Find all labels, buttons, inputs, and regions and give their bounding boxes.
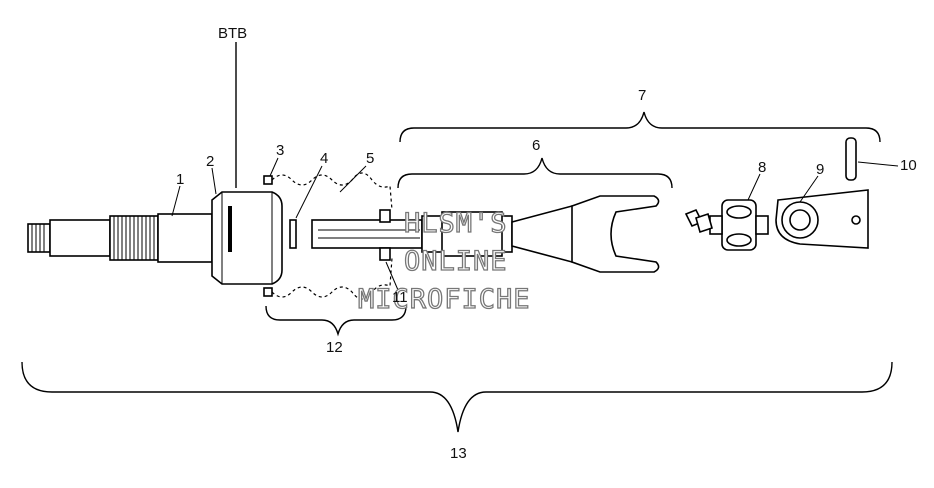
part-10-pin bbox=[845, 137, 857, 181]
callout-7: 7 bbox=[638, 87, 646, 104]
callout-5: 5 bbox=[366, 150, 374, 167]
callout-8: 8 bbox=[758, 159, 766, 176]
callout-4: 4 bbox=[320, 150, 328, 167]
callout-3: 3 bbox=[276, 142, 284, 159]
watermark-line-2: ONLINE bbox=[404, 246, 508, 277]
part-5-boot bbox=[271, 172, 393, 300]
callout-6: 6 bbox=[532, 137, 540, 154]
part-6-yoke-shaft bbox=[311, 195, 660, 273]
brace-7 bbox=[399, 111, 881, 143]
watermark-line-3: MICROFICHE bbox=[358, 284, 531, 315]
watermark-line-1: HLSM'S bbox=[404, 208, 508, 239]
part-4-ring bbox=[289, 219, 297, 249]
btb-label: BTB bbox=[218, 25, 247, 42]
callout-11: 11 bbox=[392, 289, 408, 306]
brace-6 bbox=[397, 157, 673, 189]
callout-9: 9 bbox=[816, 161, 824, 178]
leader-lines bbox=[171, 157, 899, 291]
brace-13 bbox=[21, 361, 893, 433]
part-2-cv-housing bbox=[211, 191, 283, 285]
callout-12: 12 bbox=[326, 339, 343, 356]
part-9-yoke bbox=[775, 189, 869, 249]
brace-12 bbox=[265, 305, 407, 337]
btb-reference: BTB bbox=[218, 25, 247, 188]
part-8-universal-joint bbox=[684, 199, 769, 251]
watermark: HLSM'S ONLINE MICROFICHE bbox=[357, 207, 531, 315]
part-1-shaft bbox=[27, 213, 213, 263]
callout-2: 2 bbox=[206, 153, 214, 170]
callout-13: 13 bbox=[450, 445, 467, 462]
callout-1: 1 bbox=[176, 171, 184, 188]
callout-10: 10 bbox=[900, 157, 917, 174]
callouts: 1 2 3 4 5 6 7 8 9 10 11 12 13 bbox=[176, 87, 917, 462]
